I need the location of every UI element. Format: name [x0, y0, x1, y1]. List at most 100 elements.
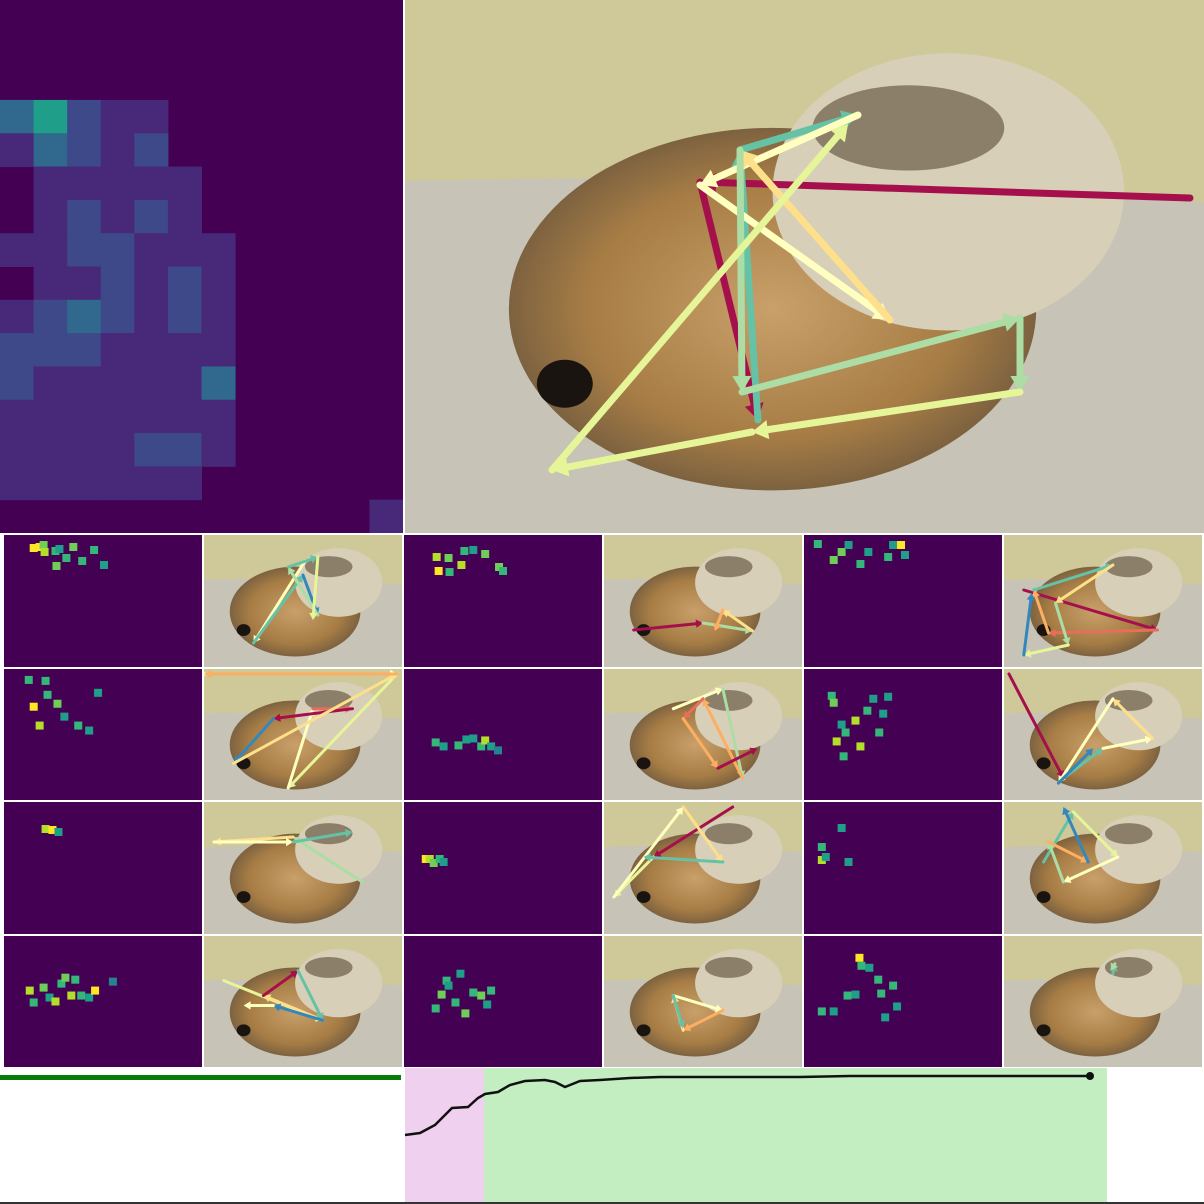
heatmap-cell — [134, 133, 169, 168]
scanpath-arrow — [715, 608, 725, 626]
timeline-curve — [404, 1068, 1107, 1202]
heatmap-cell — [201, 233, 236, 267]
scanpath-arrow — [716, 750, 753, 770]
thumb-heatmap-cell — [40, 548, 49, 556]
thumb-heatmap-cell — [461, 1009, 470, 1018]
thumb-heatmap-cell — [889, 981, 898, 990]
scanpath-arrow — [1032, 565, 1108, 592]
scanpath-arrowhead — [273, 713, 281, 722]
scanpath-arrowhead — [752, 420, 770, 440]
thumb-heatmap-cell — [61, 973, 70, 982]
thumb-heatmap-cell — [442, 976, 451, 985]
thumb-heatmap-canvas — [4, 802, 202, 934]
thumb-heatmap-cell — [487, 986, 496, 995]
thumb-heatmap-cell — [55, 545, 64, 553]
heatmap-cell — [134, 99, 169, 134]
scanpath-arrowhead — [1026, 593, 1035, 601]
thumb-heatmap — [804, 535, 1002, 667]
dog-nose — [236, 1024, 251, 1037]
main-attention-heatmap — [0, 0, 403, 533]
thumb-heatmap-cell — [897, 541, 906, 549]
heatmap-cell — [201, 433, 236, 467]
thumb-heatmap-cell — [51, 997, 60, 1006]
heatmap-cell — [33, 399, 68, 434]
progress-bar-green — [0, 1075, 401, 1080]
thumb-heatmap-cell — [53, 699, 62, 708]
thumb-heatmap-cell — [494, 746, 503, 755]
scanpath-arrowhead — [713, 622, 722, 631]
thumb-heatmap-cell — [874, 975, 883, 984]
thumb-photo — [604, 802, 802, 934]
heatmap-cell — [0, 133, 35, 168]
heatmap-cell — [167, 333, 202, 367]
thumb-heatmap-cell — [39, 983, 48, 992]
heatmap-cell — [134, 233, 169, 267]
thumb-heatmap-cell — [39, 541, 48, 549]
scanpath-arrow — [687, 1008, 725, 1029]
heatmap-cell — [100, 433, 135, 467]
scanpath-arrow — [232, 675, 393, 765]
heatmap-cell — [67, 433, 102, 467]
scanpath-arrowhead — [1047, 842, 1055, 851]
thumb-heatmap-cell — [99, 561, 108, 569]
scanpath-arrow — [311, 555, 320, 615]
main-scanpath-photo — [405, 0, 1204, 533]
thumb-heatmap-canvas — [4, 936, 202, 1067]
dog-nose — [236, 891, 251, 903]
thumb-heatmap-cell — [827, 691, 836, 700]
scanpath-arrow — [296, 969, 322, 1016]
scanpath-arrow — [736, 116, 847, 154]
scanpath-arrow — [671, 689, 718, 711]
thumb-heatmap-canvas — [804, 535, 1002, 667]
dog-dark-fur — [1104, 556, 1153, 578]
scanpath-arrow — [278, 707, 354, 720]
thumb-heatmap-cell — [429, 859, 438, 867]
heatmap-cell — [0, 366, 35, 401]
thumb-photo-canvas — [204, 936, 402, 1067]
curve-pink-region — [405, 1068, 484, 1202]
scanpath-arrow — [671, 994, 683, 1024]
thumb-heatmap-cell — [74, 721, 83, 730]
scanpath-arrowhead — [1063, 875, 1072, 883]
thumb-heatmap-cell — [481, 550, 490, 558]
scanpath-arrow — [1071, 810, 1115, 854]
heatmap-cell — [67, 299, 102, 334]
scanpath-arrow — [255, 559, 307, 639]
heatmap-cell — [134, 433, 169, 467]
thumb-heatmap-canvas — [804, 936, 1002, 1067]
scanpath-arrow — [747, 158, 894, 324]
dog-dark-fur — [812, 85, 1005, 171]
thumb-heatmap-cell — [431, 738, 440, 747]
heatmap-cell — [67, 366, 102, 401]
scanpath-arrow — [681, 717, 716, 765]
scanpath-arrow — [291, 672, 399, 785]
thumb-heatmap — [4, 669, 202, 800]
scanpath-arrowhead — [344, 829, 353, 838]
scanpath-arrowhead — [740, 150, 758, 169]
thumb-heatmap-cell — [62, 554, 71, 562]
thumb-heatmap-cell — [879, 709, 888, 718]
scanpath-arrowhead — [677, 1020, 686, 1029]
thumb-heatmap — [804, 669, 1002, 800]
heatmap-cell — [67, 333, 102, 367]
heatmap-cell — [167, 466, 202, 501]
thumb-heatmap-cell — [444, 554, 453, 562]
dog-dark-fur — [1104, 823, 1153, 845]
heatmap-cell — [33, 433, 68, 467]
scanpath-arrow — [738, 318, 1009, 396]
main-heatmap-canvas — [0, 0, 403, 533]
thumb-heatmap-cell — [94, 688, 103, 697]
heatmap-cell — [167, 199, 202, 234]
heatmap-cell — [100, 166, 135, 201]
heatmap-cell — [67, 166, 102, 201]
thumb-heatmap-cell — [832, 737, 841, 746]
scanpath-arrowhead — [552, 457, 570, 477]
thumb-heatmap-cell — [69, 543, 78, 551]
thumb-photo-canvas — [604, 535, 802, 667]
scanpath-arrow — [736, 146, 746, 380]
scanpath-arrowhead — [683, 1023, 692, 1031]
thumb-heatmap-cell — [889, 541, 898, 549]
heatmap-cell — [33, 466, 68, 501]
scanpath-arrow — [1053, 601, 1068, 640]
scanpath-arrowhead — [1062, 807, 1071, 816]
